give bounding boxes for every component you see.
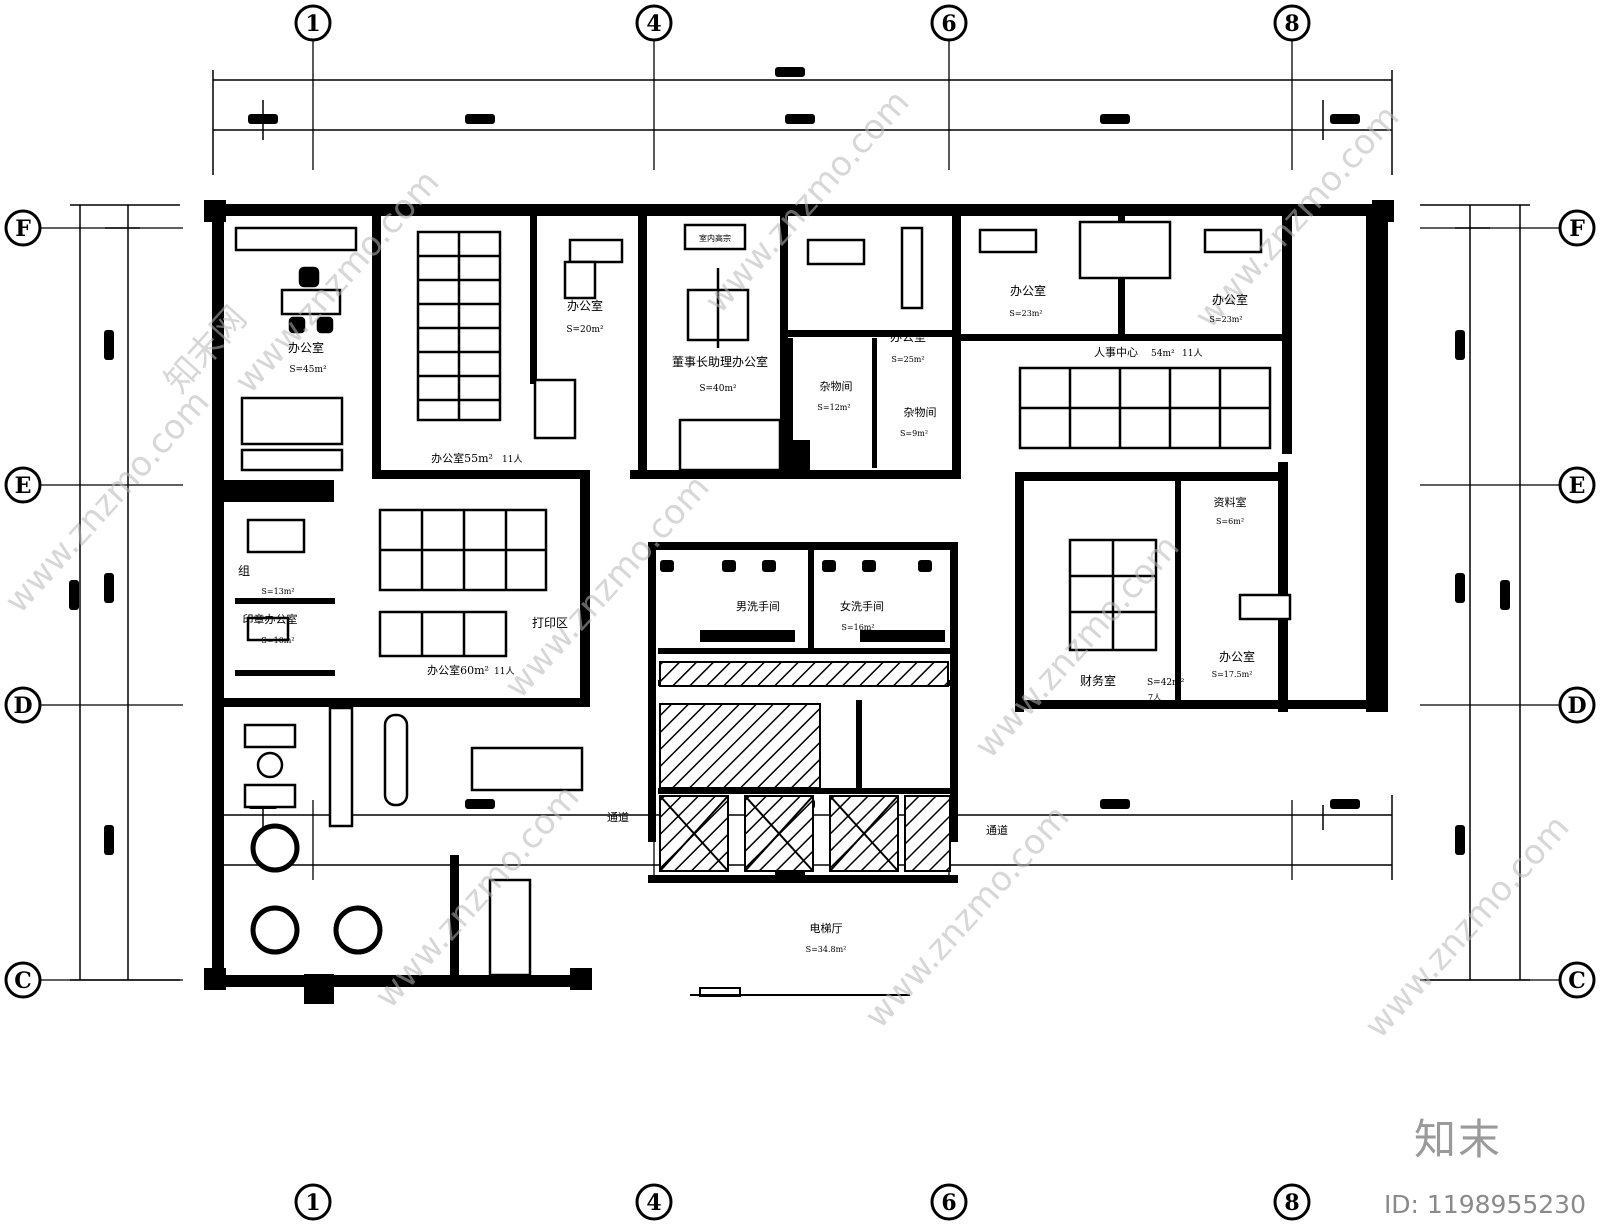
area-office-45: S=45m² [289, 365, 327, 375]
axis-f-left: F [4, 209, 42, 247]
area-elevator-hall: S=34.8m² [806, 945, 847, 954]
grid-lines [40, 40, 1560, 981]
axis-label: 4 [646, 11, 661, 37]
watermark-text: www.znzmo.com [1357, 807, 1578, 1046]
label-assistant-office: 董事长助理办公室 [672, 354, 768, 369]
label-group-office: 组 [238, 564, 250, 578]
brand-logo: 知末 [1413, 1115, 1502, 1164]
axis-e-left: E [4, 466, 42, 504]
people-office-55: 11人 [502, 454, 522, 465]
area-womens-restroom: S=16m² [841, 623, 874, 632]
area-assistant-office: S=40m² [699, 384, 737, 394]
label-corridor-left: 通道 [607, 810, 629, 824]
label-office-23b: 办公室 [1212, 292, 1248, 307]
axis-f-right: F [1558, 209, 1596, 247]
area-group-office: S=13m² [261, 587, 294, 596]
label-print-area: 打印区 [532, 616, 568, 630]
label-office-20: 办公室 [567, 298, 603, 313]
axis-c-left: C [4, 961, 42, 999]
lounge-tables [250, 823, 383, 955]
watermark-text: www.znzmo.com [227, 162, 448, 401]
label-office-25: 办公室 [890, 329, 926, 344]
walls [208, 204, 1388, 987]
axis-markers: 1 4 6 8 1 4 6 8 [4, 4, 1596, 1221]
axis-label: 6 [941, 1190, 956, 1216]
people-office-60: 11人 [494, 666, 514, 677]
axis-4-top: 4 [635, 4, 673, 42]
axis-4-bottom: 4 [635, 1183, 673, 1221]
axis-c-right: C [1558, 961, 1596, 999]
axis-label: F [15, 216, 31, 242]
label-womens-restroom: 女洗手间 [840, 599, 884, 613]
area-storage-9: S=9m² [900, 429, 928, 438]
room-labels: 办公室 S=45m² 办公室55m² 11人 办公室 S=20m² 室内高宗 董… [238, 233, 1255, 954]
axis-label: 1 [305, 11, 320, 37]
axis-label: 8 [1284, 11, 1299, 37]
axis-d-left: D [4, 686, 42, 724]
furniture [234, 220, 1292, 977]
axis-label: F [1569, 216, 1585, 242]
area-finance: S=42m² [1147, 678, 1185, 688]
area-office-20: S=20m² [566, 325, 604, 335]
label-office-17: 办公室 [1219, 649, 1255, 664]
label-hr-center: 人事中心 [1094, 346, 1138, 359]
label-storage-12: 杂物间 [820, 379, 853, 393]
dimension-values [69, 67, 1510, 878]
label-storage-9: 杂物间 [904, 405, 937, 419]
axis-label: C [1568, 968, 1586, 994]
label-corridor-right: 通道 [986, 823, 1008, 837]
area-office-23b: S=23m² [1209, 315, 1242, 324]
axis-label: 1 [305, 1190, 320, 1216]
area-archive: S=6m² [1216, 517, 1244, 526]
axis-8-bottom: 8 [1273, 1183, 1311, 1221]
area-hr-center: 54m² [1151, 349, 1175, 359]
tag-assistant-office: 室内高宗 [699, 233, 731, 243]
restroom-stalls [660, 560, 945, 642]
axis-d-right: D [1558, 686, 1596, 724]
area-office-17: S=17.5m² [1212, 670, 1253, 679]
people-finance: 7人 [1148, 693, 1161, 702]
axis-label: D [13, 693, 32, 719]
label-office-45: 办公室 [288, 340, 324, 355]
label-office-60: 办公室60m² [427, 663, 489, 677]
axis-6-bottom: 6 [930, 1183, 968, 1221]
label-office-23a: 办公室 [1010, 283, 1046, 298]
axis-label: E [15, 473, 32, 499]
core-hatch [659, 661, 951, 872]
axis-1-top: 1 [294, 4, 332, 42]
label-archive: 资料室 [1214, 495, 1247, 509]
axis-label: E [1569, 473, 1586, 499]
label-seal-office: 印章办公室 [243, 612, 298, 626]
axis-label: D [1567, 693, 1586, 719]
label-finance: 财务室 [1080, 673, 1116, 688]
area-seal-office: S=10m² [261, 636, 294, 645]
label-office-55: 办公室55m² [431, 451, 493, 465]
axis-label: 4 [646, 1190, 661, 1216]
dimension-lines [70, 70, 1530, 981]
axis-8-top: 8 [1273, 4, 1311, 42]
area-office-25: S=25m² [891, 355, 924, 364]
people-hr-center: 11人 [1182, 348, 1202, 359]
area-storage-12: S=12m² [817, 403, 850, 412]
axis-label: 8 [1284, 1190, 1299, 1216]
image-id: ID: 1198955230 [1383, 1190, 1586, 1219]
label-elevator-hall: 电梯厅 [810, 922, 843, 935]
axis-label: 6 [941, 11, 956, 37]
axis-1-bottom: 1 [294, 1183, 332, 1221]
elevator-doors [690, 987, 910, 997]
area-office-23a: S=23m² [1009, 309, 1042, 318]
label-mens-restroom: 男洗手间 [736, 599, 780, 613]
axis-e-right: E [1558, 466, 1596, 504]
axis-label: C [14, 968, 32, 994]
axis-6-top: 6 [930, 4, 968, 42]
wall-columns [204, 200, 1394, 1004]
